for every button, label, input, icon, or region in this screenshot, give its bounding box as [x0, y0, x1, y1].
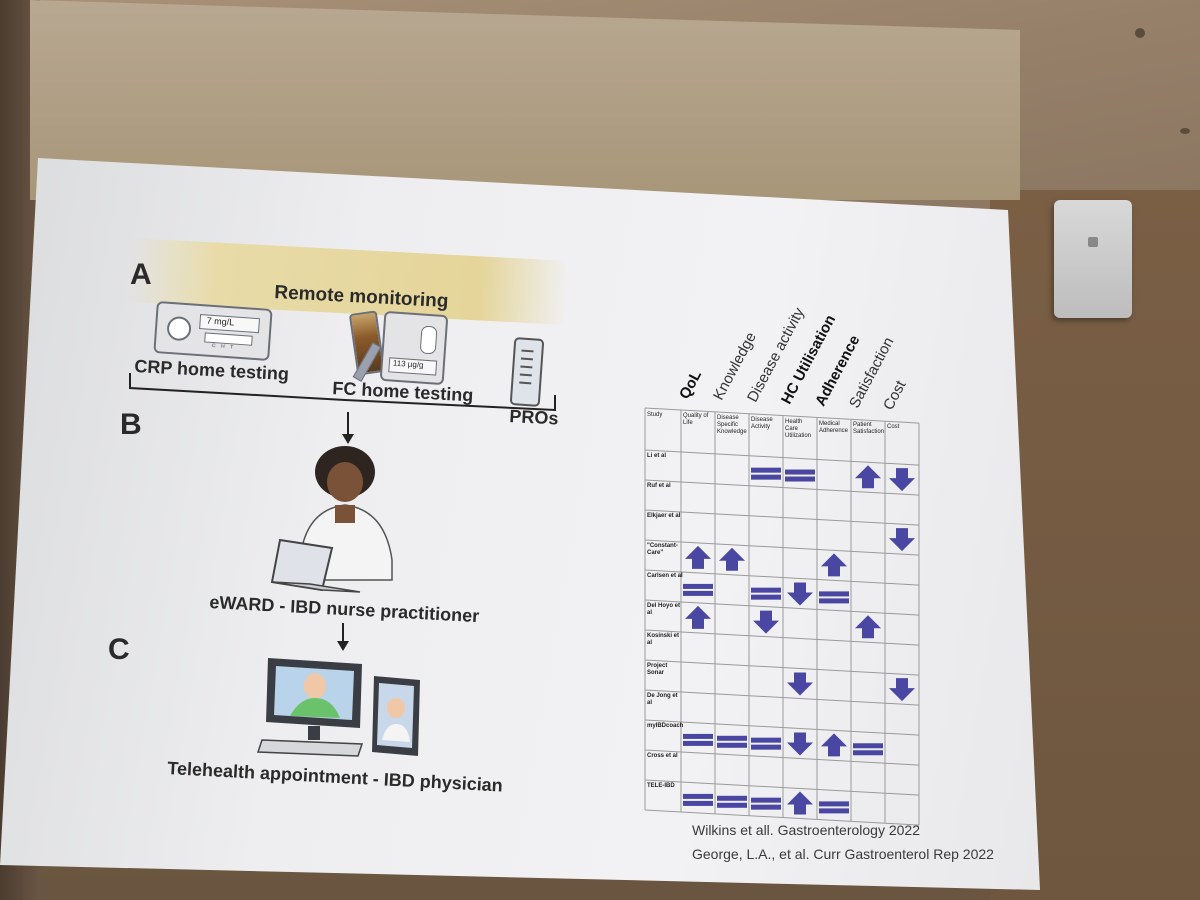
arrow-down-icon — [787, 672, 813, 696]
arrow-down-icon — [889, 468, 915, 492]
citation-1: Wilkins et all. Gastroenterology 2022 — [692, 822, 920, 838]
table-gridline — [644, 407, 920, 424]
equal-symbol-icon — [683, 733, 713, 746]
table-gridline — [644, 749, 920, 766]
citation-2: George, L.A., et al. Curr Gastroenterol … — [692, 846, 994, 862]
table-corner-label: Study — [647, 412, 663, 418]
table-gridline — [644, 659, 920, 676]
table-row-label: De Jong et al — [647, 693, 678, 706]
equal-symbol-icon — [751, 467, 781, 480]
table-gridline — [644, 449, 920, 466]
table-row-label: Li et al — [647, 453, 667, 459]
section-b-letter: B — [120, 408, 142, 441]
table-column-header: Patient Satisfaction — [853, 422, 885, 436]
section-a-letter: A — [130, 258, 152, 291]
section-c-letter: C — [108, 633, 130, 666]
table-gridline — [644, 539, 920, 556]
arrow-up-icon — [821, 733, 847, 757]
table-gridline — [644, 809, 920, 826]
arrow-up-icon — [685, 605, 711, 629]
equal-symbol-icon — [819, 591, 849, 604]
arrow-up-icon — [821, 553, 847, 577]
equal-symbol-icon — [751, 587, 781, 600]
equal-symbol-icon — [751, 737, 781, 750]
arrow-up-icon — [685, 545, 711, 569]
arrow-up-icon — [855, 465, 881, 489]
table-column-header: Quality of Life — [683, 413, 709, 427]
arrow-up-icon — [719, 547, 745, 571]
equal-symbol-icon — [785, 469, 815, 482]
table-gridline — [644, 599, 920, 616]
table-row-label: Del Hoyo et al — [647, 603, 681, 616]
equal-symbol-icon — [683, 793, 713, 806]
table-row-label: Cross et al — [647, 753, 678, 759]
table-gridline — [644, 629, 920, 646]
equal-symbol-icon — [819, 801, 849, 814]
equal-symbol-icon — [717, 795, 747, 808]
equal-symbol-icon — [751, 797, 781, 810]
table-gridline — [644, 779, 920, 796]
table-row-label: TELE-IBD — [647, 783, 675, 789]
arrow-down-icon — [889, 528, 915, 552]
table-row-label: Elkjaer et al — [647, 513, 681, 519]
table-row-label: Project Sonar — [647, 663, 668, 676]
table-column-header: Health Care Utilization — [785, 418, 812, 439]
equal-symbol-icon — [683, 583, 713, 596]
table-column-header: Disease Specific Knowledge — [717, 414, 747, 435]
ceiling-fixture — [1135, 28, 1145, 38]
table-row-label: Ruf et al — [647, 483, 671, 489]
arrow-up-icon — [787, 791, 813, 815]
table-gridline — [644, 689, 920, 706]
table-row-label: Kosinski et al — [647, 633, 680, 646]
table-gridline — [644, 479, 920, 496]
arrow-down-icon — [753, 610, 779, 634]
arrow-down-icon — [787, 582, 813, 606]
table-column-header: Cost — [887, 424, 900, 431]
arrow-down-icon — [787, 732, 813, 756]
ceiling-fixture — [1180, 128, 1190, 134]
arrow-down-icon — [889, 678, 915, 702]
table-column-header: Disease Activity — [751, 416, 773, 430]
table-column-header: Medical Adherence — [819, 420, 849, 434]
arrow-up-icon — [855, 615, 881, 639]
equal-symbol-icon — [717, 735, 747, 748]
equal-symbol-icon — [853, 743, 883, 756]
table-gridline — [644, 569, 920, 586]
table-gridline — [644, 719, 920, 736]
table-row-label: Carlsen et al — [647, 573, 683, 579]
speaker-logo-icon — [1088, 237, 1098, 247]
wall-speaker — [1054, 200, 1132, 318]
table-row-label: myIBDcoach — [647, 723, 684, 729]
table-row-label: "Constant- Care" — [647, 543, 678, 556]
table-gridline — [644, 509, 920, 526]
